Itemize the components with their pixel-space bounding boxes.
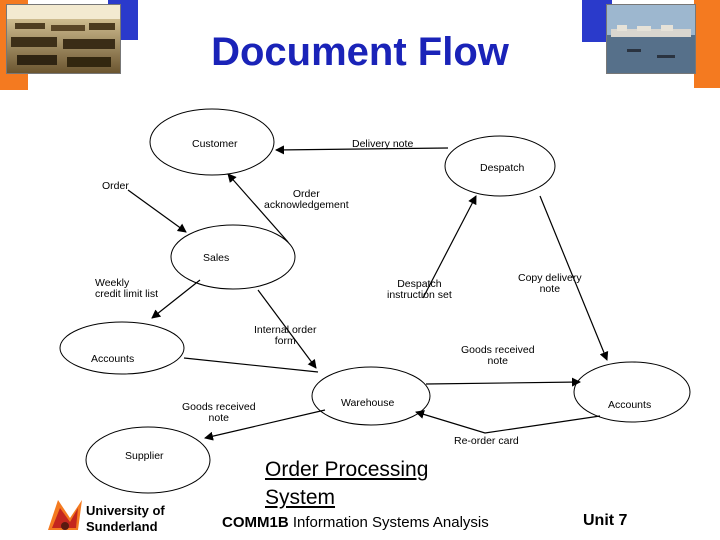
flow-weekly-credit-list: Weekly credit limit list [95, 278, 158, 300]
university-logo-icon [48, 500, 82, 530]
sales-ellipse [171, 225, 295, 289]
university-name: University of Sunderland [86, 503, 165, 535]
entity-customer: Customer [192, 139, 238, 150]
unit-label: Unit 7 [583, 512, 627, 530]
accounts-left-ellipse [60, 322, 184, 374]
goods-received-right-arrow [426, 382, 580, 384]
flow-goods-received-left: Goods received note [182, 402, 256, 424]
flow-copy-delivery-note: Copy delivery note [518, 273, 582, 295]
system-subtitle: Order Processing System [265, 456, 428, 512]
reorder-card-arrow [416, 412, 600, 433]
course-title: COMM1B Information Systems Analysis [222, 514, 489, 531]
flow-despatch-instruction: Despatch instruction set [387, 279, 452, 301]
flow-goods-received-right: Goods received note [461, 345, 535, 367]
entity-accounts-left: Accounts [91, 354, 134, 365]
course-name: Information Systems Analysis [293, 514, 489, 531]
entity-accounts-right: Accounts [608, 400, 651, 411]
entity-supplier: Supplier [125, 451, 164, 462]
flow-order: Order [102, 181, 129, 192]
entity-despatch: Despatch [480, 163, 524, 174]
flow-internal-order-form: Internal order form [254, 325, 316, 347]
order-arrow [128, 190, 186, 232]
accounts-link-line [184, 358, 318, 372]
flow-order-ack: Order acknowledgement [264, 189, 349, 211]
weekly-credit-arrow [152, 280, 200, 318]
course-code: COMM1B [222, 514, 289, 531]
warehouse-ellipse [312, 367, 430, 425]
accounts-right-ellipse [574, 362, 690, 422]
flow-reorder-card: Re-order card [454, 436, 519, 447]
entity-sales: Sales [203, 253, 229, 264]
flow-delivery-note: Delivery note [352, 139, 413, 150]
entity-warehouse: Warehouse [341, 398, 394, 409]
